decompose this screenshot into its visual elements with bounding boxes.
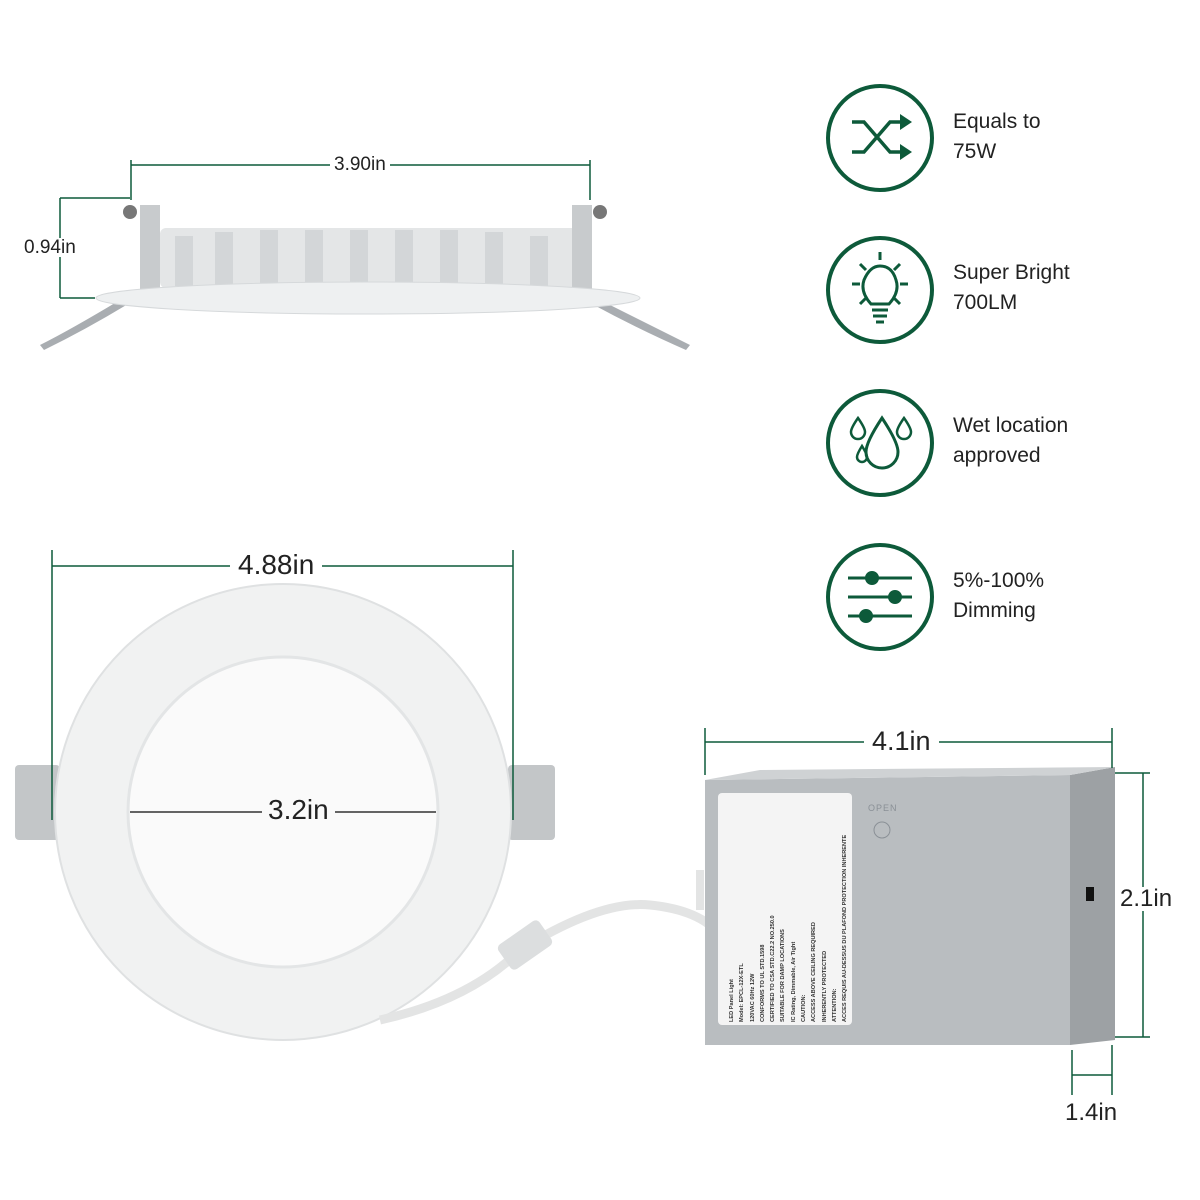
junction-box: [705, 767, 1115, 1045]
water-drops-icon: [826, 389, 934, 497]
cable-connector: [497, 920, 553, 970]
shuffle-arrows-icon: [826, 84, 934, 192]
box-height-label: 2.1in: [1120, 885, 1173, 912]
outer-diameter-label: 4.88in: [230, 551, 323, 579]
round-dimension-lines: [51, 550, 514, 820]
side-width-label: 3.90in: [330, 155, 390, 174]
box-length-label: 4.1in: [864, 728, 939, 755]
side-profile-fixture: [40, 205, 690, 350]
side-height-label: 0.94in: [24, 237, 76, 258]
cutout-diameter-label: 3.2in: [262, 796, 335, 824]
box-depth-label: 1.4in: [1065, 1099, 1118, 1126]
power-cable: [379, 900, 724, 1025]
feature-dimming: 5%-100%Dimming: [953, 569, 1045, 622]
dimmer-sliders-icon: [826, 543, 934, 651]
open-label: OPEN: [868, 803, 898, 813]
light-bulb-icon: [826, 236, 934, 344]
